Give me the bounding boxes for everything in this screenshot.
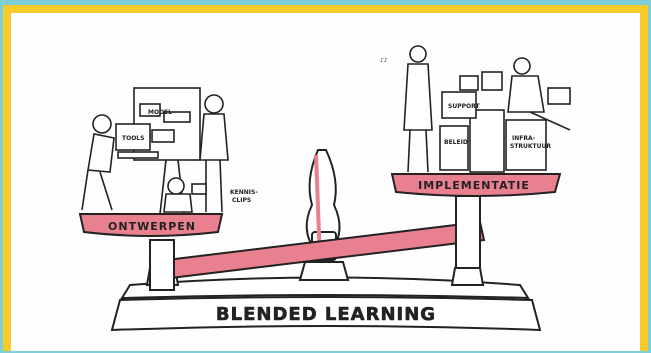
laptop-icon — [547, 87, 571, 105]
right-pan — [390, 173, 562, 269]
box-ondersteuning — [469, 109, 505, 173]
whistle-notes: ♪♪ — [380, 57, 388, 64]
clips-label-1: KENNIS- — [230, 189, 258, 196]
box-support — [441, 91, 477, 119]
board-label: MODEL — [148, 109, 172, 116]
box-beleid — [439, 125, 469, 171]
box-infrastructuur — [505, 119, 547, 171]
infra-label-1: INFRA- — [512, 135, 536, 142]
screen-label: TOOLS — [122, 135, 144, 142]
left-pan — [78, 213, 224, 291]
infra-label-2: STRUKTUUR — [510, 143, 551, 150]
left-pan-label: ONTWERPEN — [108, 220, 196, 233]
clips-label-2: CLIPS — [232, 197, 251, 204]
right-pan-label: IMPLEMENTATIE — [418, 179, 530, 192]
design-scene — [81, 87, 229, 215]
beleid-label: BELEID — [444, 139, 468, 146]
computer-monitor — [115, 123, 151, 151]
video-camera-icon — [191, 183, 207, 195]
base-label: BLENDED LEARNING — [216, 304, 436, 325]
implementation-scene — [403, 45, 571, 173]
support-label: SUPPORT — [448, 103, 480, 110]
